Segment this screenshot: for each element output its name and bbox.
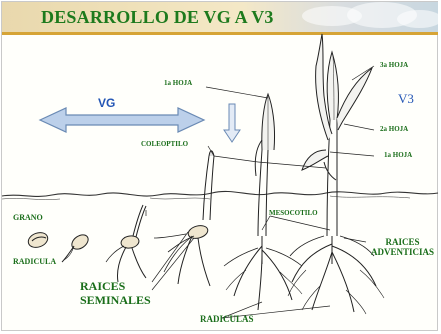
label-leader-lines (145, 65, 375, 319)
grain-seed-icon (27, 232, 49, 248)
label-second-leaf: 2a HOJA (380, 125, 409, 133)
title-banner (2, 2, 438, 32)
label-mesocotyl: MESOCOTILO (269, 209, 318, 217)
label-radicle: RADICULA (13, 257, 57, 266)
slide-frame (1, 1, 438, 331)
coleoptile-seedling-stage (153, 150, 215, 287)
slide-title: DESARROLLO DE VG A V3 (41, 7, 274, 27)
label-radicles: RADICULAS (200, 314, 254, 324)
label-first-leaf-top: 1a HOJA (164, 79, 193, 87)
stage-label-vg: VG (98, 96, 116, 110)
label-third-leaf: 3a HOJA (380, 61, 409, 69)
label-coleoptile: COLEOPTILO (141, 140, 189, 148)
down-arrow-icon (223, 103, 241, 143)
radicle-seedling-stage (61, 234, 89, 263)
label-adventitious-roots: RAICES ADVENTICIAS (371, 237, 435, 257)
vg-double-arrow (38, 107, 206, 133)
label-first-leaf-right: 1a HOJA (384, 151, 413, 159)
soil-surface-line (1, 190, 439, 200)
first-leaf-plant-stage (223, 92, 303, 311)
stage-label-v3: V3 (398, 91, 414, 106)
v3-plant-stage (287, 33, 385, 315)
banner-cloud-decoration (397, 10, 438, 28)
early-seedling-stage (105, 204, 147, 283)
label-grain: GRANO (13, 213, 43, 222)
label-seminal-roots: RAICES SEMINALES (80, 279, 151, 307)
title-underline (2, 32, 438, 35)
